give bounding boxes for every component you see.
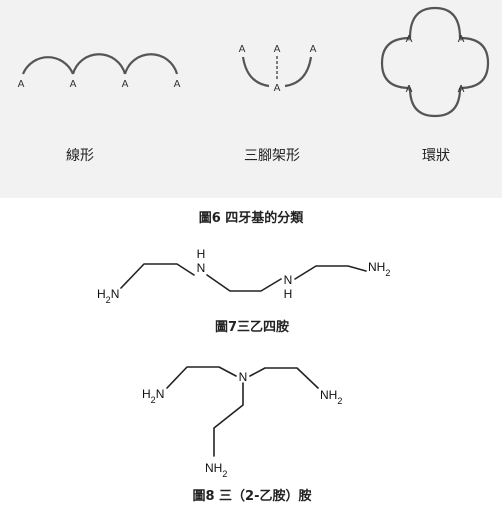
linear-label: 線形 <box>66 148 94 164</box>
linear-atom-3: A <box>122 79 129 90</box>
cyclic-atom-top-left: A <box>406 34 413 45</box>
teta-backbone-right <box>294 265 367 280</box>
tren-arm-bottom <box>213 382 244 457</box>
linear-arc-2 <box>71 53 127 75</box>
tren-arm-right <box>249 367 319 389</box>
cyclic-ligand: A A A A 環狀 <box>380 6 490 164</box>
linear-atom-2: A <box>70 79 77 90</box>
tripod-arm-left <box>241 56 270 88</box>
tren-nh2-bottom-label: NH2 <box>205 461 227 479</box>
teta-nh2-label: NH2 <box>368 260 390 278</box>
linear-atom-1: A <box>18 79 25 90</box>
teta-backbone-left <box>120 263 195 289</box>
teta-nh-bottom-h: H <box>284 287 293 301</box>
tripod-atom-left: A <box>239 44 246 55</box>
tripod-atom-bottom: A <box>274 83 281 94</box>
linear-arc-1 <box>21 56 75 75</box>
tren-h2n-label: H2N <box>142 387 164 405</box>
figure8-caption: 圖8 三（2-乙胺）胺 <box>192 488 311 504</box>
cyclic-arc-top <box>408 6 462 39</box>
cyclic-atom-top-right: A <box>458 34 465 45</box>
linear-ligand: A A A A 線形 <box>18 53 181 164</box>
figure6-caption: 圖6 四牙基的分類 <box>199 210 305 226</box>
tripod-atom-center: A <box>274 44 281 55</box>
tripod-arm-right <box>284 56 313 88</box>
figure7-caption: 圖7三乙四胺 <box>215 319 289 335</box>
classification-panel <box>0 0 502 198</box>
cyclic-label: 環狀 <box>422 148 450 164</box>
teta-nh-bottom-n: N <box>284 273 293 287</box>
triethylenetetramine-structure: H2N H N N H NH2 <box>97 247 390 305</box>
tripod-ligand: A A A A 三腳架形 <box>239 44 317 164</box>
cyclic-arc-left <box>380 36 411 90</box>
tren-arm-left <box>166 366 237 389</box>
teta-nh-top-n: N <box>197 261 206 275</box>
teta-nh-top-h: H <box>197 247 206 261</box>
tren-nh2-right-label: NH2 <box>320 388 342 406</box>
tren-structure: H2N N NH2 NH2 <box>142 366 342 479</box>
teta-backbone-middle <box>206 274 282 292</box>
cyclic-atom-bottom-left: A <box>406 84 413 95</box>
tripod-label: 三腳架形 <box>244 148 300 164</box>
linear-arc-3 <box>123 53 179 75</box>
teta-h2n-label: H2N <box>97 287 119 305</box>
cyclic-atom-bottom-right: A <box>458 84 465 95</box>
linear-atom-4: A <box>174 79 181 90</box>
cyclic-arc-right <box>459 36 490 90</box>
tripod-atom-right: A <box>310 44 317 55</box>
tren-center-n: N <box>239 370 248 384</box>
cyclic-arc-bottom <box>408 87 462 118</box>
